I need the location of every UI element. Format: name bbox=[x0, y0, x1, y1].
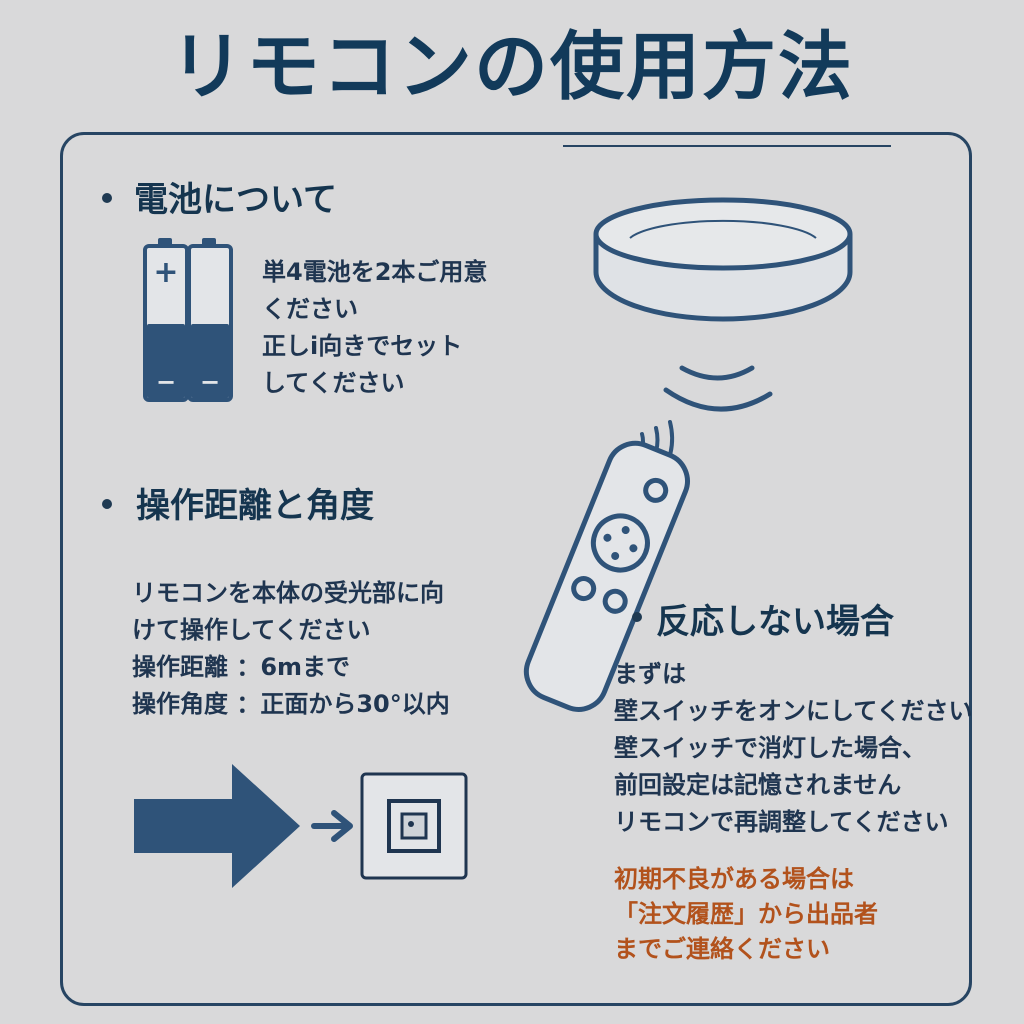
battery-icon: + − − bbox=[143, 238, 233, 402]
battery-instructions: 単4電池を2本ご用意 ください 正しi向きでセット してください bbox=[262, 254, 487, 402]
notice-line: 「注文履歴」から出品者 bbox=[614, 900, 878, 928]
text-line: 壁スイッチで消灯した場合、 bbox=[614, 734, 926, 762]
battery-plus-sign: + bbox=[153, 255, 178, 290]
no-response-heading: 反応しない場合 bbox=[656, 602, 894, 642]
notice-line: までご連絡ください bbox=[614, 935, 830, 963]
notice-line: 初期不良がある場合は bbox=[614, 865, 854, 893]
divider-line bbox=[563, 145, 891, 147]
text-line: けて操作してください bbox=[132, 616, 371, 644]
text-line: 壁スイッチをオンにしてください bbox=[614, 697, 973, 725]
text-line: リモコンで再調整してください bbox=[614, 808, 949, 836]
content-panel bbox=[60, 132, 972, 1006]
text-line: してください bbox=[262, 369, 405, 397]
signal-waves-icon bbox=[663, 365, 773, 412]
battery-heading: 電池について bbox=[134, 180, 337, 220]
text-line: ください bbox=[262, 295, 358, 323]
bullet-dot bbox=[102, 499, 112, 509]
page-title: リモコンの使用方法 bbox=[170, 24, 854, 110]
text-line: まずは bbox=[614, 660, 686, 688]
range-instructions: リモコンを本体の受光部に向 けて操作してください 操作距離 ：6mまで 操作角度… bbox=[132, 575, 450, 723]
bullet-dot bbox=[102, 193, 112, 203]
small-arrow-icon bbox=[311, 810, 353, 842]
text-line: リモコンを本体の受光部に向 bbox=[132, 579, 444, 607]
battery-minus-sign: − bbox=[156, 368, 176, 396]
receiver-sensor-icon bbox=[360, 772, 468, 880]
battery-minus-sign: − bbox=[200, 368, 220, 396]
remote-control-icon bbox=[523, 420, 690, 712]
text-line: 操作距離 ：6mまで bbox=[132, 653, 351, 681]
text-line: 正しi向きでセット bbox=[262, 332, 463, 360]
direction-arrow-icon bbox=[134, 764, 300, 888]
defect-notice: 初期不良がある場合は 「注文履歴」から出品者 までご連絡ください bbox=[614, 862, 878, 967]
ceiling-light-icon bbox=[593, 197, 853, 322]
range-heading: 操作距離と角度 bbox=[136, 486, 374, 526]
text-line: 前回設定は記憶されません bbox=[614, 771, 902, 799]
text-line: 操作角度 ：正面から30°以内 bbox=[132, 690, 450, 718]
bullet-dot bbox=[632, 612, 642, 622]
text-line: 単4電池を2本ご用意 bbox=[262, 258, 488, 286]
no-response-instructions: まずは 壁スイッチをオンにしてください 壁スイッチで消灯した場合、 前回設定は記… bbox=[614, 656, 973, 841]
